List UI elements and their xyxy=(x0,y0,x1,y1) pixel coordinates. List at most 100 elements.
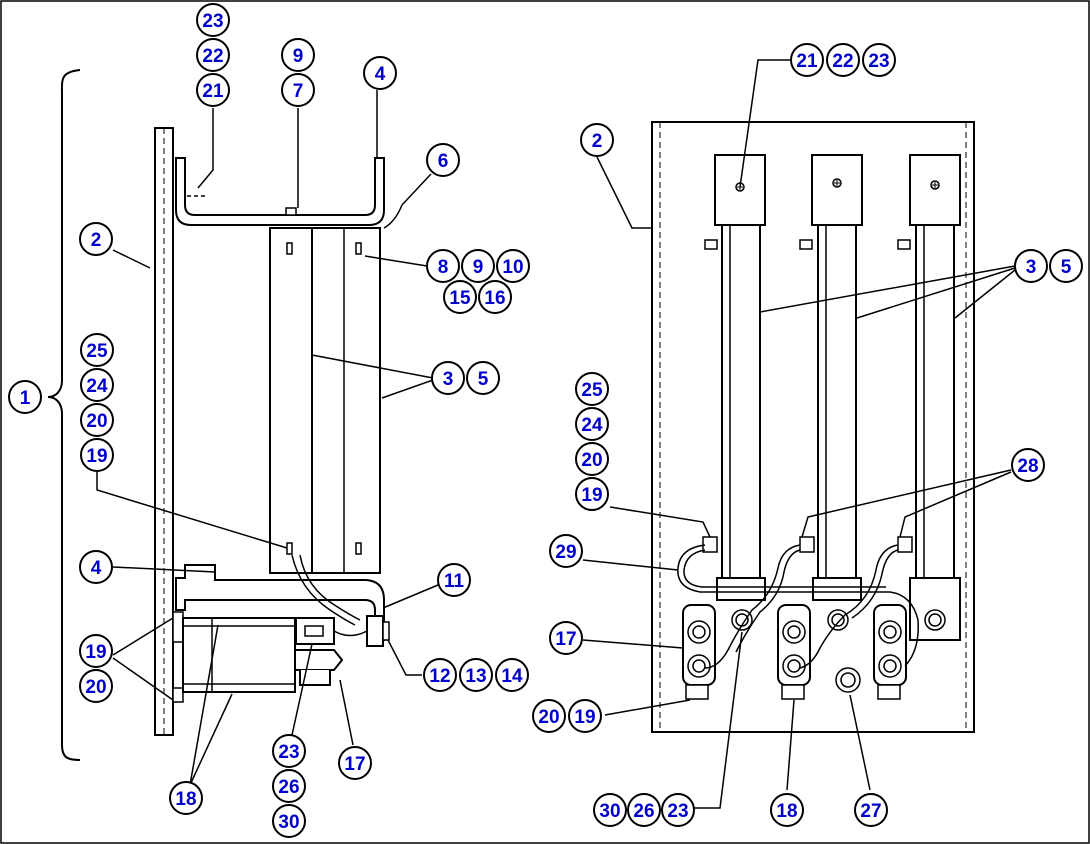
callout-17: 17 xyxy=(338,746,372,780)
svg-text:18: 18 xyxy=(175,789,196,810)
svg-text:1: 1 xyxy=(20,388,31,409)
svg-text:23: 23 xyxy=(278,742,299,763)
terminal-clamp xyxy=(777,604,811,686)
callout-8: 8 xyxy=(426,249,460,283)
callout-23: 23 xyxy=(196,3,230,37)
svg-text:23: 23 xyxy=(667,801,688,822)
svg-text:22: 22 xyxy=(202,46,223,67)
svg-text:30: 30 xyxy=(599,801,620,822)
callouts: 1 23 22 21 9 7 4 6 2 8 9 10 15 16 3 5 25… xyxy=(8,3,1083,838)
callout-23b: 23 xyxy=(272,734,306,768)
resistor-tube xyxy=(721,224,761,581)
callout-4: 4 xyxy=(363,56,397,90)
resistor-top-cap xyxy=(811,154,863,226)
callout-9b: 9 xyxy=(461,249,495,283)
svg-text:24: 24 xyxy=(86,376,108,397)
svg-text:4: 4 xyxy=(91,558,102,579)
svg-text:5: 5 xyxy=(478,369,489,390)
svg-text:20: 20 xyxy=(85,677,106,698)
callout-2r: 2 xyxy=(580,123,614,157)
callout-25r: 25 xyxy=(575,372,609,406)
svg-text:17: 17 xyxy=(555,629,576,650)
callout-6: 6 xyxy=(426,143,460,177)
upper-bracket xyxy=(175,157,385,226)
callout-19: 19 xyxy=(80,438,114,472)
left-side-view xyxy=(47,69,403,761)
callout-20rb: 20 xyxy=(532,699,566,733)
svg-text:3: 3 xyxy=(1026,257,1037,278)
resistor-tube-back xyxy=(269,227,313,574)
svg-text:8: 8 xyxy=(438,257,449,278)
callout-18r: 18 xyxy=(770,793,804,827)
resistor-top-cap xyxy=(909,154,961,226)
callout-27: 27 xyxy=(854,793,888,827)
svg-text:17: 17 xyxy=(344,754,365,775)
callout-1: 1 xyxy=(8,380,42,414)
svg-text:29: 29 xyxy=(555,542,576,563)
callout-11: 11 xyxy=(437,563,471,597)
svg-text:12: 12 xyxy=(429,666,450,687)
callout-12: 12 xyxy=(423,658,457,692)
callout-4b: 4 xyxy=(79,550,113,584)
callout-9: 9 xyxy=(281,38,315,72)
svg-text:13: 13 xyxy=(465,666,486,687)
callout-24r: 24 xyxy=(575,407,609,441)
callout-16: 16 xyxy=(478,280,512,314)
resistor-tube-front xyxy=(311,227,381,574)
svg-text:19: 19 xyxy=(85,642,106,663)
svg-text:19: 19 xyxy=(86,446,107,467)
svg-text:4: 4 xyxy=(375,64,386,85)
callout-30: 30 xyxy=(272,804,306,838)
svg-text:23: 23 xyxy=(868,51,889,72)
callout-29: 29 xyxy=(549,534,583,568)
svg-text:20: 20 xyxy=(86,411,107,432)
callout-5: 5 xyxy=(466,361,500,395)
svg-text:23: 23 xyxy=(202,11,223,32)
callout-13: 13 xyxy=(459,658,493,692)
svg-text:26: 26 xyxy=(278,777,299,798)
resistor-tube xyxy=(817,224,857,581)
callout-26r: 26 xyxy=(627,793,661,827)
callout-30r: 30 xyxy=(593,793,627,827)
callout-23rb: 23 xyxy=(661,793,695,827)
right-front-view xyxy=(651,121,975,733)
callout-19rb: 19 xyxy=(568,699,602,733)
svg-text:2: 2 xyxy=(91,230,102,251)
svg-text:21: 21 xyxy=(202,81,224,102)
callout-5r: 5 xyxy=(1049,249,1083,283)
callout-23r: 23 xyxy=(862,43,896,77)
svg-text:19: 19 xyxy=(574,707,595,728)
svg-text:10: 10 xyxy=(502,257,523,278)
callout-24: 24 xyxy=(80,368,114,402)
svg-text:18: 18 xyxy=(776,801,797,822)
svg-text:15: 15 xyxy=(449,288,471,309)
callout-21r: 21 xyxy=(790,43,824,77)
svg-text:14: 14 xyxy=(501,666,523,687)
svg-text:26: 26 xyxy=(633,801,654,822)
assembly-brace xyxy=(47,69,81,761)
resistor-tube xyxy=(915,224,955,581)
cylinder-body xyxy=(182,617,296,693)
svg-text:22: 22 xyxy=(832,51,853,72)
svg-text:7: 7 xyxy=(293,81,304,102)
callout-22: 22 xyxy=(196,38,230,72)
callout-22r: 22 xyxy=(826,43,860,77)
svg-text:25: 25 xyxy=(581,380,603,401)
svg-text:19: 19 xyxy=(581,485,602,506)
svg-text:5: 5 xyxy=(1061,257,1072,278)
callout-21: 21 xyxy=(196,73,230,107)
callout-19b: 19 xyxy=(79,634,113,668)
callout-10: 10 xyxy=(496,249,530,283)
left-leaders xyxy=(96,90,439,786)
svg-text:3: 3 xyxy=(443,369,454,390)
callout-20r: 20 xyxy=(575,442,609,476)
svg-text:6: 6 xyxy=(438,151,449,172)
callout-19r: 19 xyxy=(575,477,609,511)
callout-2: 2 xyxy=(79,222,113,256)
callout-7: 7 xyxy=(281,73,315,107)
callout-3r: 3 xyxy=(1014,249,1048,283)
svg-text:9: 9 xyxy=(473,257,484,278)
svg-text:2: 2 xyxy=(592,131,603,152)
callout-26: 26 xyxy=(272,769,306,803)
